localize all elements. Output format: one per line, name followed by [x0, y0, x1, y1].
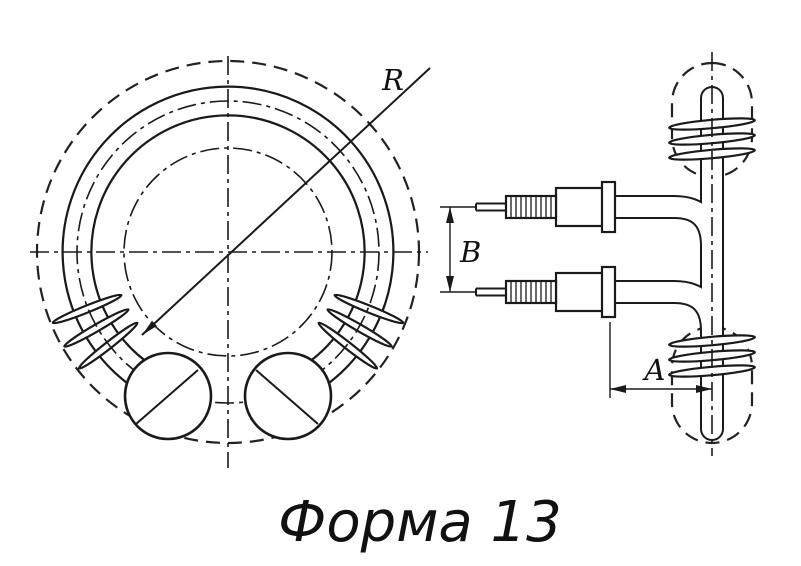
dim-a-arrow-right	[696, 385, 712, 393]
terminal-end-right	[243, 351, 333, 441]
tube-fin	[326, 308, 393, 348]
dimension-b: B	[440, 206, 481, 293]
tube-fin	[77, 321, 139, 370]
tube-fin	[317, 321, 379, 370]
dim-a-arrow-left	[610, 385, 626, 393]
left-fin-group	[51, 293, 139, 370]
terminal-flange	[600, 180, 617, 234]
thread-hatch	[510, 196, 552, 218]
terminal-pin-slash-right	[255, 369, 319, 425]
tube-fin	[51, 293, 123, 325]
tube-fin	[333, 293, 405, 325]
terminal-pin	[475, 202, 506, 212]
upper-terminal-assembly	[475, 180, 617, 234]
terminal-flange	[600, 265, 617, 319]
radius-leader-line	[141, 67, 431, 336]
figure-caption: Форма 13	[278, 490, 562, 555]
dim-b-label: B	[459, 235, 481, 269]
right-fin-group	[317, 293, 405, 370]
lower-terminal-assembly	[475, 265, 617, 319]
front-view: R	[30, 56, 431, 468]
thread-hatch	[510, 281, 552, 303]
radius-label: R	[381, 63, 404, 97]
side-view: B A	[440, 52, 756, 456]
dimension-a: A	[609, 322, 712, 398]
upper-bend-bore	[608, 197, 722, 247]
radius-arrowhead	[142, 320, 157, 335]
terminal-pin	[475, 287, 506, 297]
dim-a-label: A	[642, 353, 666, 387]
dim-b-arrow-down	[446, 276, 454, 292]
tube-fin	[63, 308, 130, 348]
dim-b-arrow-up	[446, 207, 454, 223]
terminal-pin-slash-left	[135, 369, 199, 425]
